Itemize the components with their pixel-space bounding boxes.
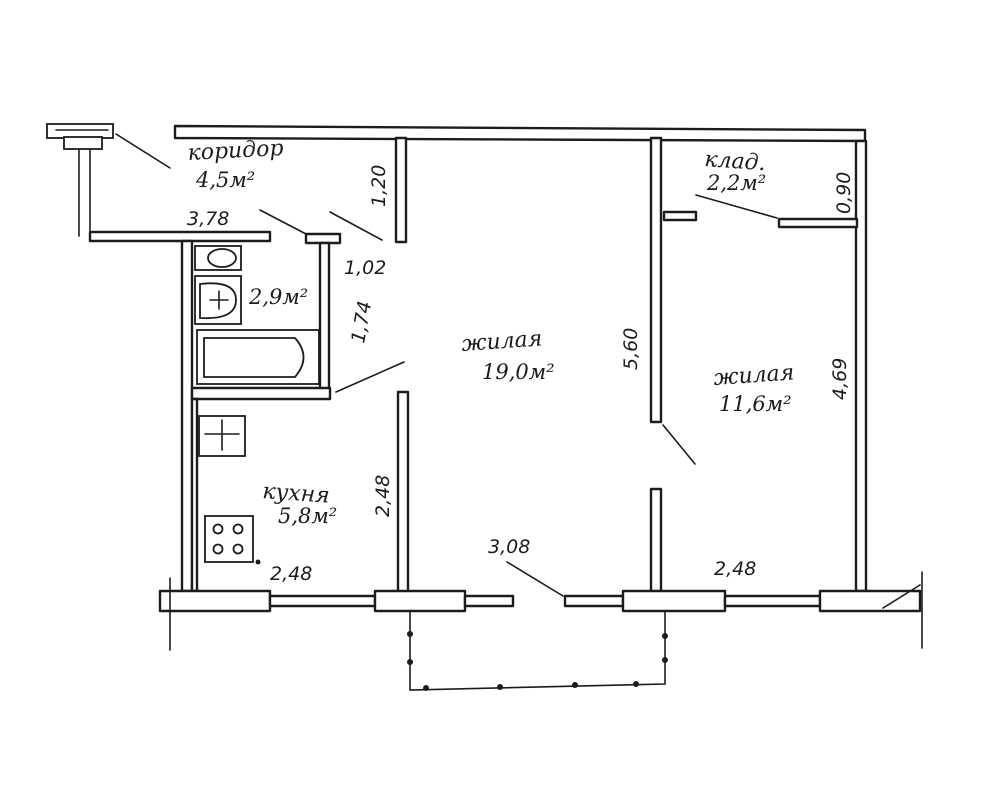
toilet-icon (194, 245, 242, 271)
dim-storage-depth: 0,90 (833, 172, 855, 214)
wall-bottom-mid2 (621, 589, 727, 613)
dim-kitchen-width: 2,48 (270, 563, 312, 585)
kitchen-sink-icon (198, 415, 246, 457)
wall-bath-bottom (190, 386, 332, 401)
window-door-right (563, 594, 625, 608)
stove-icon (204, 515, 254, 563)
wall-storage-right (777, 217, 859, 229)
kitchen-name: кухня (262, 479, 331, 509)
room-labels: коридор 4,5м² клад. 2,2м² 2,9м² жилая 19… (187, 136, 795, 528)
living-large-area: 19,0м² (482, 360, 555, 384)
wall-partition-middle-upper (649, 136, 663, 424)
dim-living-large-depth: 5,60 (620, 328, 642, 370)
living-large-name: жилая (461, 326, 543, 357)
wall-bath-right (318, 241, 331, 393)
sink-icon (194, 275, 242, 325)
dim-living-small-width: 2,48 (714, 558, 756, 580)
dim-living-large-width: 3,08 (488, 536, 530, 558)
dim-corridor-depth: 1,20 (368, 165, 390, 207)
bathroom-area: 2,9м² (248, 285, 308, 309)
storage-name: клад. (704, 147, 767, 176)
corridor-area: 4,5м² (195, 168, 255, 192)
door-swings (259, 194, 921, 609)
corridor-name: коридор (187, 136, 284, 166)
dim-living-small-depth: 4,69 (829, 358, 851, 400)
dimension-labels: 3,78 1,20 0,90 1,02 1,74 5,60 4,69 2,48 … (187, 165, 855, 585)
wall-kitchen-left-inner (190, 397, 199, 593)
window-kitchen (268, 594, 377, 608)
living-small-name: жилая (713, 360, 795, 391)
dim-corridor-width: 3,78 (187, 208, 229, 230)
kitchen-area: 5,8м² (278, 504, 337, 528)
bathtub-icon (196, 329, 320, 385)
living-small-area: 11,6м² (719, 392, 792, 416)
window-door-left (463, 594, 515, 608)
wall-partition-middle-lower (649, 487, 663, 594)
balcony (407, 610, 668, 691)
dim-bath-length: 1,74 (347, 299, 376, 344)
wall-bath-left (180, 239, 194, 593)
walls (88, 124, 923, 651)
dim-kitchen-depth: 2,48 (372, 475, 394, 517)
window-small-room (723, 594, 822, 608)
wall-storage-left (662, 210, 698, 222)
wall-partition-left (394, 136, 408, 244)
wall-bottom-right (818, 589, 922, 613)
entrance-duct (46, 123, 171, 237)
wall-corridor-bottom-right (304, 232, 342, 245)
wall-corridor-bottom (88, 230, 272, 243)
storage-area: 2,2м² (706, 171, 766, 195)
wall-bottom-left (158, 589, 272, 613)
wall-right (854, 139, 868, 593)
wall-bottom-mid1 (373, 589, 467, 613)
dim-bath-door: 1,02 (344, 257, 386, 279)
fixtures (194, 245, 320, 565)
wall-partition-left-lower (396, 390, 410, 594)
